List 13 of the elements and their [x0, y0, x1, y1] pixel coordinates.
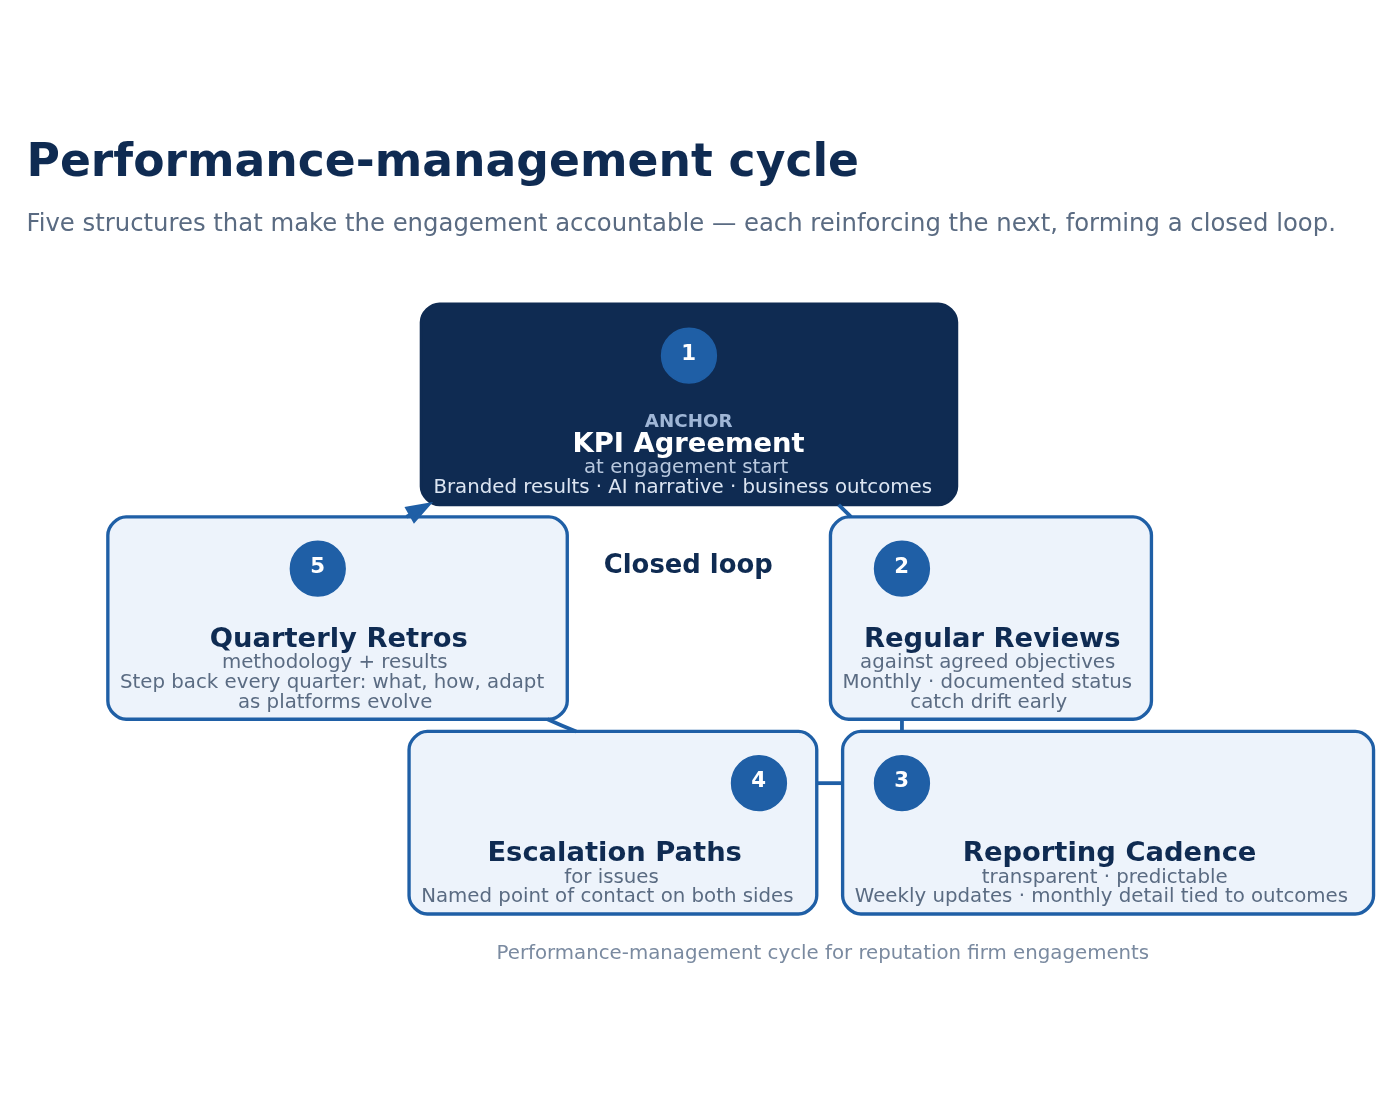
- connector: [837, 502, 853, 518]
- connector: [816, 780, 843, 785]
- node-circle: 2: [873, 540, 931, 597]
- label: Closed loop: [603, 548, 773, 579]
- connector: [900, 718, 904, 731]
- node-circle: 3: [873, 754, 931, 811]
- label: Five structures that make the engagement accountable — each reinforcing the next, forming a closed loop.: [26, 207, 1336, 237]
- node-circle: 5: [289, 540, 346, 597]
- caption: Performance-management cycle for reputation firm engagements: [496, 940, 1150, 964]
- diagram-title: Performance-management cycle: [26, 133, 860, 187]
- node-circle: 1: [660, 327, 718, 384]
- connector: [546, 717, 577, 733]
- node-circle: 4: [730, 754, 788, 811]
